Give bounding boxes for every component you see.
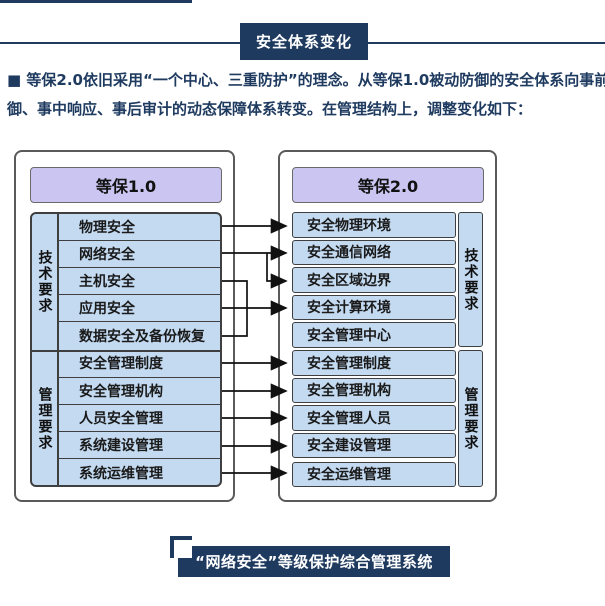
table-row: 系统建设管理 bbox=[59, 432, 220, 460]
dengbao1-header-label: 等保1.0 bbox=[95, 177, 157, 196]
table-row: 系统运维管理 bbox=[79, 465, 163, 482]
table-row: 主机安全 bbox=[59, 268, 220, 296]
section-title: 安全体系变化 bbox=[255, 33, 352, 51]
footer-corner-mark bbox=[170, 536, 192, 558]
dengbao2-table: 安全物理环境 安全通信网络 安全区域边界 安全计算环境 安全管理中心 安全管理制… bbox=[292, 212, 483, 487]
table-row: 物理安全 bbox=[59, 214, 220, 242]
table-row: 安全运维管理 bbox=[292, 461, 456, 487]
dengbao1-label-divider bbox=[57, 214, 59, 485]
dengbao1-rows: 物理安全 网络安全 主机安全 应用安全 数据安全及备份恢复 安全管理制度 安全管… bbox=[59, 214, 220, 485]
dengbao1-table: 技术要求 管理要求 物理安全 网络安全 主机安全 应用安全 数据安全及备份恢复 … bbox=[30, 212, 222, 487]
dengbao2-tech-label: 技术要求 bbox=[462, 247, 479, 312]
table-row: 安全管理制度 bbox=[292, 350, 456, 376]
dengbao1-tech-label-cell: 技术要求 bbox=[32, 214, 57, 350]
intro-paragraph: ■ 等保2.0依旧采用“一个中心、三重防护”的理念。从等保1.0被动防御的安全体… bbox=[7, 66, 605, 124]
table-row: 人员安全管理 bbox=[59, 405, 220, 433]
top-left-divider bbox=[0, 0, 192, 3]
dengbao2-header: 等保2.0 bbox=[292, 167, 484, 203]
section-title-banner: 安全体系变化 bbox=[240, 23, 368, 60]
table-row: 数据安全及备份恢复 bbox=[79, 328, 205, 345]
dengbao1-mgmt-label-cell: 管理要求 bbox=[32, 352, 57, 485]
table-row: 安全建设管理 bbox=[292, 432, 456, 458]
table-row: 安全管理中心 bbox=[292, 322, 456, 348]
table-row: 安全管理人员 bbox=[292, 405, 456, 431]
dengbao2-mgmt-label: 管理要求 bbox=[462, 386, 479, 451]
dengbao1-tech-label: 技术要求 bbox=[36, 250, 53, 314]
dengbao2-header-label: 等保2.0 bbox=[357, 177, 419, 196]
table-row: 安全区域边界 bbox=[292, 267, 456, 293]
dengbao2-mgmt-label-cell: 管理要求 bbox=[458, 350, 483, 487]
intro-line-1: ■ 等保2.0依旧采用“一个中心、三重防护”的理念。从等保1.0被动防御的安全体… bbox=[7, 71, 605, 89]
table-row: 安全计算环境 bbox=[292, 294, 456, 320]
footer-banner-label: “网络安全”等级保护综合管理系统 bbox=[195, 553, 433, 571]
dengbao1-mgmt-label: 管理要求 bbox=[36, 386, 53, 451]
table-row: 安全物理环境 bbox=[292, 212, 456, 238]
table-row: 安全管理制度 bbox=[59, 349, 220, 379]
intro-line-2: 御、事中响应、事后审计的动态保障体系转变。在管理结构上，调整变化如下： bbox=[7, 100, 533, 118]
table-row: 安全管理机构 bbox=[292, 377, 456, 403]
footer-banner: “网络安全”等级保护综合管理系统 bbox=[178, 546, 450, 577]
dengbao1-header: 等保1.0 bbox=[30, 167, 222, 203]
table-row: 应用安全 bbox=[59, 295, 220, 323]
table-row: 安全通信网络 bbox=[292, 239, 456, 265]
table-row: 网络安全 bbox=[59, 241, 220, 269]
dengbao2-tech-label-cell: 技术要求 bbox=[458, 212, 483, 347]
dengbao1-section-divider bbox=[32, 350, 220, 352]
table-row: 安全管理机构 bbox=[59, 378, 220, 406]
